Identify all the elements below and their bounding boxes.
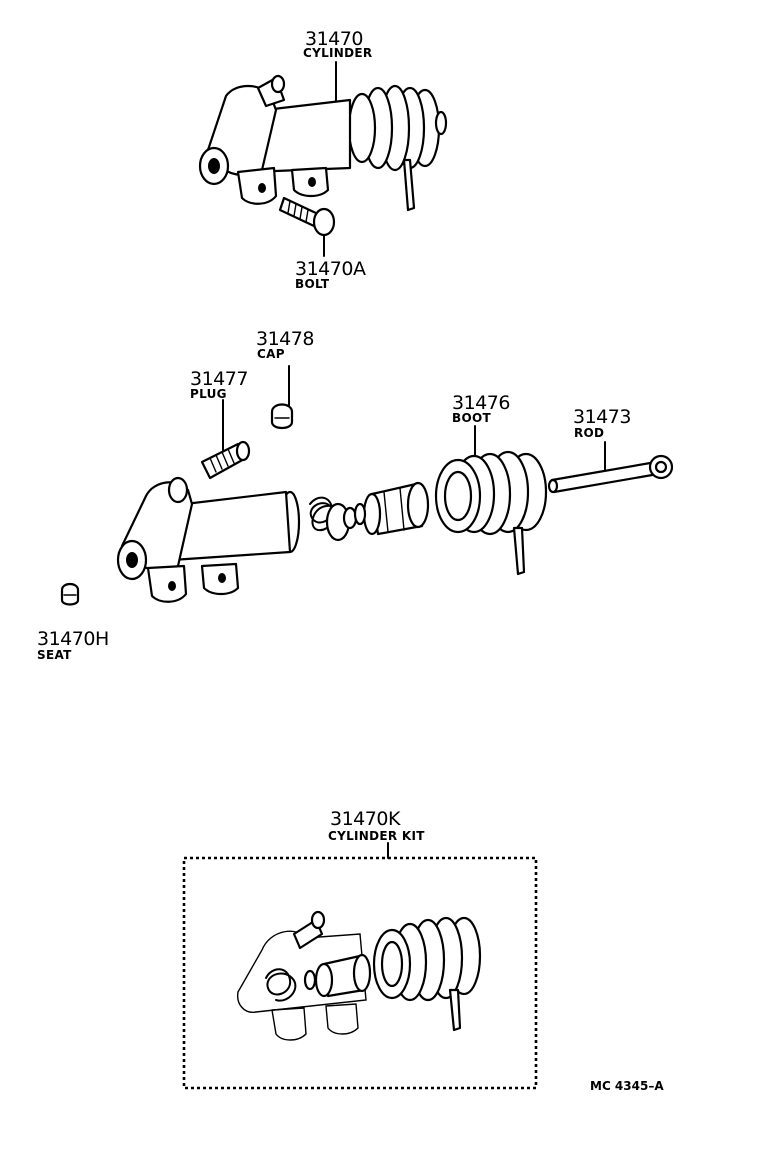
bolt-part-number: 31470A — [295, 258, 366, 280]
spring-icon — [309, 496, 358, 542]
kit-part-number: 31470K — [330, 808, 400, 830]
bolt-part-name: BOLT — [295, 277, 330, 291]
boot-part-name: BOOT — [452, 411, 491, 425]
plug-icon — [200, 399, 251, 480]
cylinder-assembly-icon — [198, 61, 448, 212]
seat-icon — [60, 582, 80, 606]
seat-part-name: SEAT — [37, 648, 72, 662]
rod-part-number: 31473 — [573, 406, 631, 428]
kit-part-name: CYLINDER KIT — [328, 829, 425, 843]
cap-part-number: 31478 — [256, 328, 314, 350]
cylinder-kit-icon — [182, 842, 538, 1090]
rod-icon — [547, 441, 674, 494]
plug-part-name: PLUG — [190, 387, 227, 401]
cap-part-name: CAP — [257, 347, 285, 361]
rod-part-name: ROD — [574, 426, 605, 440]
plug-part-number: 31477 — [190, 368, 248, 390]
piston-icon — [353, 481, 430, 536]
boot-icon — [434, 425, 548, 576]
diagram-code: MC 4345–A — [590, 1079, 664, 1093]
cylinder-body-icon — [116, 476, 301, 603]
cylinder-part-number: 31470 — [305, 28, 363, 50]
bolt-icon — [278, 196, 336, 257]
cylinder-part-name: CYLINDER — [303, 46, 373, 60]
seat-part-number: 31470H — [37, 628, 109, 650]
cap-icon — [270, 365, 294, 430]
boot-part-number: 31476 — [452, 392, 510, 414]
